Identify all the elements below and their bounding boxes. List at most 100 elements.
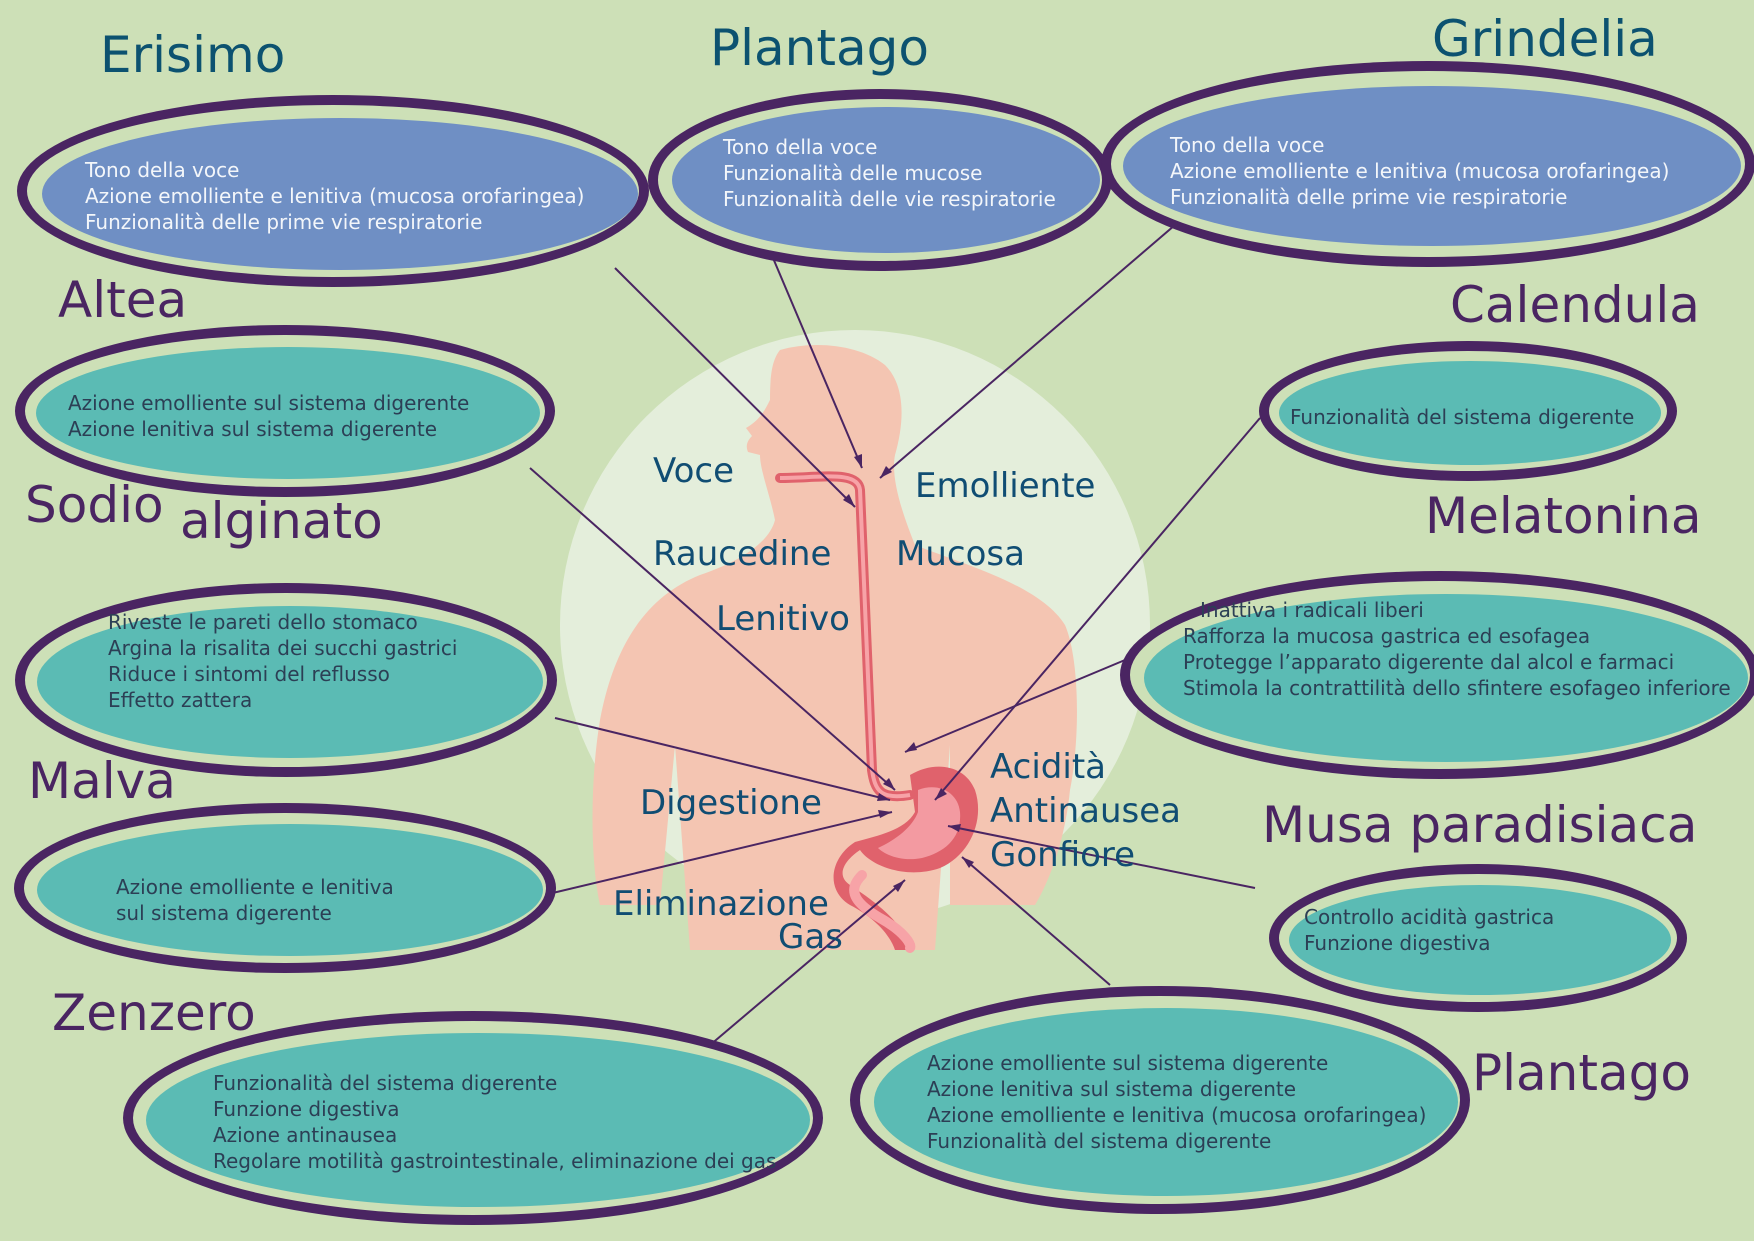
arrowhead-sodio-alginato	[877, 793, 890, 801]
bubble-erisimo	[17, 95, 649, 287]
list-plantago-top: Tono della voce Funzionalità delle mucos…	[722, 135, 1056, 211]
bubble-altea	[15, 325, 555, 497]
list-zenzero: Funzionalità del sistema digerente Funzi…	[213, 1071, 776, 1173]
list-item: Azione emolliente e lenitiva (mucosa oro…	[85, 184, 584, 208]
list-item: Azione emolliente sul sistema digerente	[927, 1051, 1328, 1075]
bubble-fill	[37, 824, 543, 956]
list-item: Riduce i sintomi del reflusso	[108, 662, 390, 686]
list-item: Azione emolliente e lenitiva	[116, 875, 394, 899]
list-item: Controllo acidità gastrica	[1304, 905, 1554, 929]
list-calendula: Funzionalità del sistema digerente	[1290, 405, 1634, 429]
arrowhead-plantago-top	[854, 454, 862, 468]
title-grindelia: Grindelia	[1432, 10, 1658, 68]
arrowhead-plantago-bottom	[962, 857, 974, 868]
body-keywords: Voce Emolliente Raucedine Mucosa Lenitiv…	[613, 451, 1181, 957]
title-musa-paradisiaca: Musa paradisiaca	[1262, 796, 1697, 854]
intestine-tube	[849, 870, 916, 953]
bubble-fill	[874, 1008, 1458, 1196]
bubble-fill	[146, 1033, 810, 1207]
connector-musa-paradisiaca	[947, 825, 1256, 889]
list-melatonina: Inattiva i radicali liberi Rafforza la m…	[1183, 598, 1731, 700]
title-sodio: Sodio	[25, 476, 164, 534]
list-item: Regolare motilità gastrointestinale, eli…	[213, 1149, 776, 1173]
list-item: Stimola la contrattilità dello sfintere …	[1183, 676, 1731, 700]
list-item: Funzionalità del sistema digerente	[1290, 405, 1634, 429]
title-malva: Malva	[28, 752, 176, 810]
bubble-fill	[1279, 361, 1661, 465]
connector-lines	[529, 224, 1261, 1063]
title-melatonina: Melatonina	[1425, 487, 1702, 545]
title-calendula: Calendula	[1450, 276, 1700, 334]
bubble-fill	[36, 347, 540, 479]
keyword-raucedine: Raucedine	[653, 534, 831, 574]
bubble-grindelia	[1101, 61, 1754, 267]
list-item: Argina la risalita dei succhi gastrici	[108, 636, 457, 660]
arrowhead-zenzero	[893, 880, 905, 892]
keyword-gas: Gas	[778, 917, 843, 957]
keyword-antinausea: Antinausea	[990, 791, 1181, 831]
bubble-malva	[14, 803, 556, 973]
keyword-digestione: Digestione	[640, 783, 822, 823]
bubble-sodio-alginato	[15, 583, 557, 777]
bubble-calendula	[1259, 341, 1677, 481]
stomach-inner	[878, 787, 961, 860]
connector-sodio-alginato	[554, 717, 891, 801]
list-item: sul sistema digerente	[116, 901, 332, 925]
arrowhead-altea	[883, 778, 895, 790]
keyword-eliminazione: Eliminazione	[613, 884, 829, 924]
arrowhead-erisimo	[843, 494, 855, 507]
keyword-voce: Voce	[653, 451, 734, 491]
list-item: Tono della voce	[722, 135, 877, 159]
title-alginato: alginato	[180, 492, 383, 550]
list-musa-paradisiaca: Controllo acidità gastrica Funzione dige…	[1304, 905, 1554, 955]
title-zenzero: Zenzero	[52, 984, 256, 1042]
list-item: Azione emolliente e lenitiva (mucosa oro…	[927, 1103, 1426, 1127]
list-item: Funzionalità delle prime vie respiratori…	[1170, 185, 1567, 209]
list-item: Tono della voce	[84, 158, 239, 182]
bubble-fill	[42, 118, 638, 270]
list-item: Funzionalità del sistema digerente	[213, 1071, 557, 1095]
arrowhead-grindelia	[880, 466, 892, 478]
list-grindelia: Tono della voce Azione emolliente e leni…	[1169, 133, 1669, 209]
list-item: Funzionalità delle vie respiratorie	[723, 187, 1056, 211]
list-item: Tono della voce	[1169, 133, 1324, 157]
arrowhead-malva	[878, 810, 892, 818]
keyword-gonfiore: Gonfiore	[990, 835, 1135, 875]
keyword-emolliente: Emolliente	[915, 466, 1095, 506]
list-erisimo: Tono della voce Azione emolliente e leni…	[84, 158, 584, 234]
title-altea: Altea	[58, 271, 187, 329]
list-item: Azione emolliente sul sistema digerente	[68, 391, 469, 415]
anatomy-figure	[560, 330, 1150, 953]
bubble-zenzero	[123, 1011, 823, 1225]
keyword-lenitivo: Lenitivo	[716, 599, 850, 639]
connector-zenzero	[689, 879, 906, 1063]
bubble-fill	[672, 107, 1100, 253]
title-erisimo: Erisimo	[100, 26, 285, 84]
keyword-mucosa: Mucosa	[896, 534, 1025, 574]
arrowhead-musa-paradisiaca	[948, 824, 961, 832]
connector-plantago-bottom	[961, 856, 1111, 986]
esophagus-tube	[779, 474, 911, 799]
connector-calendula	[934, 417, 1261, 801]
title-plantago-bottom: Plantago	[1472, 1044, 1691, 1102]
list-item: Effetto zattera	[108, 688, 252, 712]
connector-melatonina	[904, 659, 1126, 753]
keyword-acidita: Acidità	[990, 747, 1106, 787]
list-item: Inattiva i radicali liberi	[1200, 598, 1424, 622]
list-item: Azione emolliente e lenitiva (mucosa oro…	[1170, 159, 1669, 183]
bubble-plantago-top	[648, 89, 1112, 271]
list-altea: Azione emolliente sul sistema digerente …	[68, 391, 469, 441]
arrowhead-calendula	[935, 788, 947, 800]
arrowhead-melatonina	[905, 742, 917, 752]
connector-erisimo	[614, 267, 856, 508]
list-item: Azione antinausea	[213, 1123, 397, 1147]
list-item: Funzionalità del sistema digerente	[927, 1129, 1271, 1153]
list-item: Protegge l’apparato digerente dal alcol …	[1183, 650, 1674, 674]
connector-altea	[529, 467, 896, 791]
connector-grindelia	[879, 224, 1176, 479]
connector-malva	[539, 811, 893, 897]
list-item: Funzione digestiva	[213, 1097, 400, 1121]
list-item: Azione lenitiva sul sistema digerente	[927, 1077, 1296, 1101]
bubble-melatonina	[1120, 571, 1754, 779]
